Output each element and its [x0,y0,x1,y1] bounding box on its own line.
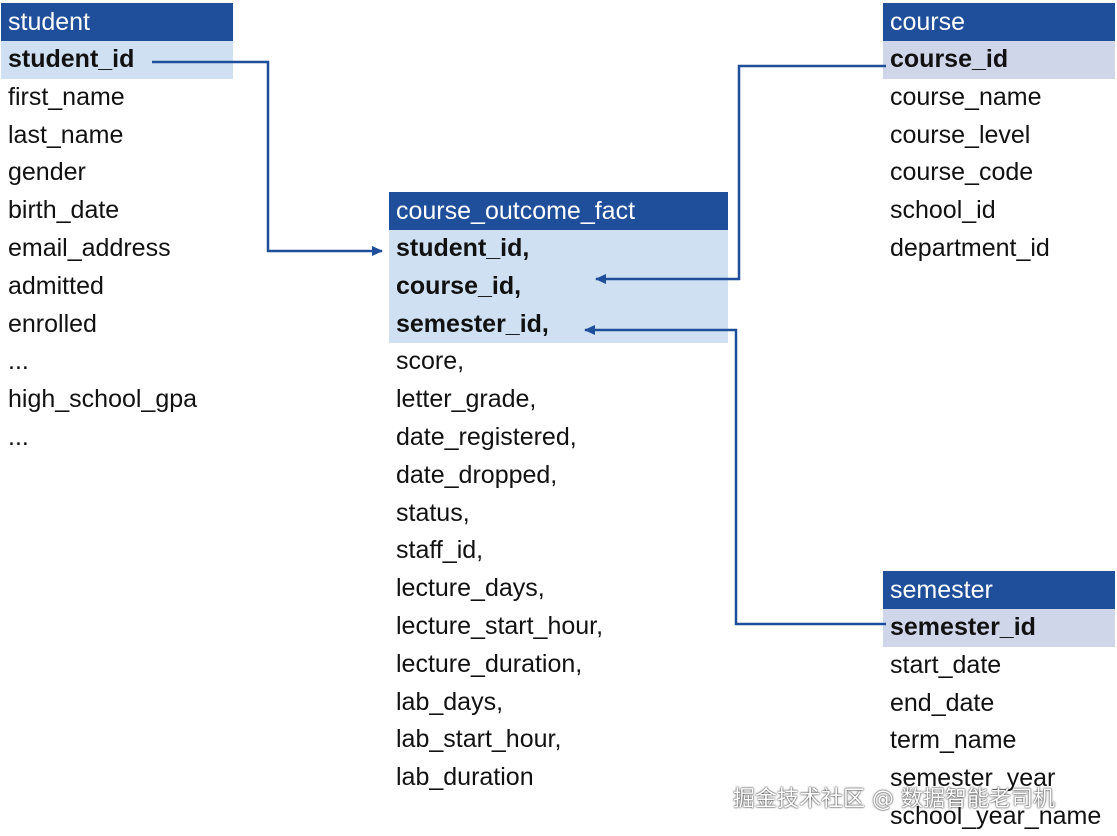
student-field: ... [8,347,29,376]
fact-field: lab_days, [396,687,504,716]
semester-field: term_name [890,726,1017,755]
student-key-student-id: student_id [1,41,233,79]
semester-field: end_date [890,688,995,717]
fact-field: date_registered, [396,422,577,451]
student-field: birth_date [8,196,120,225]
semester-key-semester-id: semester_id [883,609,1115,647]
course-field: department_id [890,233,1050,262]
semester-field: school_year_name [890,801,1102,830]
fact-field: lab_start_hour, [396,725,562,754]
course-table-header: course [883,3,1115,41]
semester-field: semester_year [890,764,1056,793]
course-field: school_id [890,196,996,225]
course-key-course-id: course_id [883,41,1115,79]
student-field: enrolled [8,309,97,338]
student-table-header: student [1,3,233,41]
course-field: course_name [890,82,1042,111]
connector-course-id [595,64,886,284]
student-table: student student_id first_name last_name … [1,3,233,457]
semester-field: start_date [890,650,1002,679]
student-field: gender [8,158,86,187]
fact-field: date_dropped, [396,460,558,489]
course-field: course_level [890,120,1031,149]
student-field: email_address [8,233,171,262]
connector-student-id [152,60,383,256]
fact-field: lecture_duration, [396,649,583,678]
student-field: admitted [8,271,104,300]
fact-table-header: course_outcome_fact [389,192,728,230]
student-field: last_name [8,120,124,149]
fact-field: letter_grade, [396,385,537,414]
fact-field: status, [396,498,470,527]
course-table: course course_id course_name course_leve… [883,3,1115,268]
fact-field: staff_id, [396,536,484,565]
fact-field: lab_duration [396,763,534,792]
student-field: first_name [8,82,125,111]
fact-field: lecture_days, [396,574,545,603]
semester-table-header: semester [883,571,1115,609]
fact-field: score, [396,347,465,376]
fact-key-student-id: student_id, [389,230,728,268]
fact-key-semester-id: semester_id, [389,305,728,344]
course-field: course_code [890,158,1034,187]
student-field: high_school_gpa [8,385,198,414]
student-field: ... [8,422,29,451]
connector-semester-id [584,325,886,626]
fact-field: lecture_start_hour, [396,611,604,640]
fact-key-course-id: course_id, [389,267,728,306]
watermark: 掘金技术社区 @ 数据智能老司机 [733,787,1055,812]
semester-table: semester semester_id start_date end_date… [883,571,1115,836]
course-outcome-fact-table: course_outcome_fact student_id, course_i… [389,192,728,797]
